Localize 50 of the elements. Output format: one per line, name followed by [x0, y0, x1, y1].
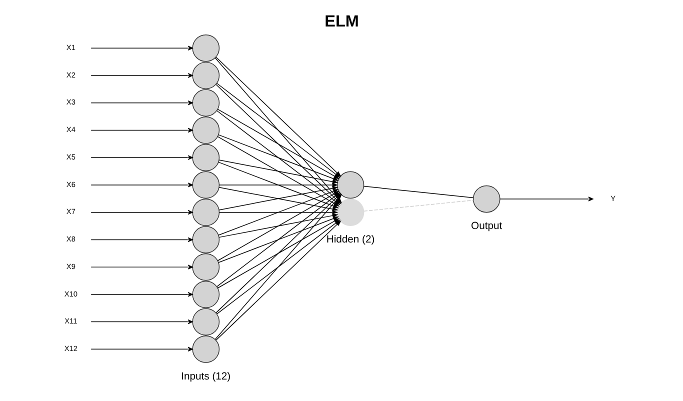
node-circle [192, 280, 220, 308]
arrow [90, 100, 192, 106]
node-text: X7 [66, 207, 75, 216]
node-text: X11 [64, 316, 77, 326]
node-circle [192, 335, 220, 363]
connector [363, 186, 474, 198]
arrow [90, 46, 192, 50]
diagram-title: ELM [324, 12, 358, 30]
node-text: X9 [66, 262, 75, 271]
arrow [218, 182, 338, 188]
node-text: Y [610, 194, 616, 203]
arrow [218, 214, 338, 238]
node-text: X4 [66, 125, 75, 134]
arrow [218, 160, 338, 184]
arrow [90, 155, 192, 160]
node-circle [192, 34, 220, 62]
arrow [218, 210, 338, 214]
node-text: X12 [64, 344, 77, 354]
node-circle [192, 198, 220, 226]
node-circle [192, 116, 220, 144]
node-circle [192, 226, 220, 254]
connector [363, 200, 474, 212]
arrow [90, 346, 192, 352]
arrow [90, 292, 192, 297]
node-circle [192, 144, 220, 172]
node-circle [192, 253, 220, 281]
node-circle [192, 171, 220, 199]
node-circle [192, 89, 220, 117]
node-text: X5 [66, 152, 75, 162]
arrow [90, 237, 192, 242]
node-text: X6 [66, 180, 75, 189]
node-text: X1 [66, 42, 75, 52]
node-text: X10 [64, 289, 77, 298]
arrow [90, 210, 192, 215]
label: Hidden (2) [326, 234, 374, 246]
label: Output [470, 221, 502, 232]
node-text: X2 [66, 70, 75, 80]
node-circle [472, 185, 500, 213]
arrow [90, 73, 192, 78]
node-text: X8 [66, 234, 75, 244]
label: Inputs (12) [180, 371, 230, 382]
arrow [90, 319, 192, 324]
arrow [499, 196, 593, 202]
node-circle [192, 62, 220, 90]
node-circle [192, 308, 220, 336]
arrow [90, 128, 192, 133]
node-text: X3 [66, 98, 75, 107]
arrow [218, 134, 338, 181]
arrow [90, 182, 192, 188]
arrow [90, 264, 192, 270]
